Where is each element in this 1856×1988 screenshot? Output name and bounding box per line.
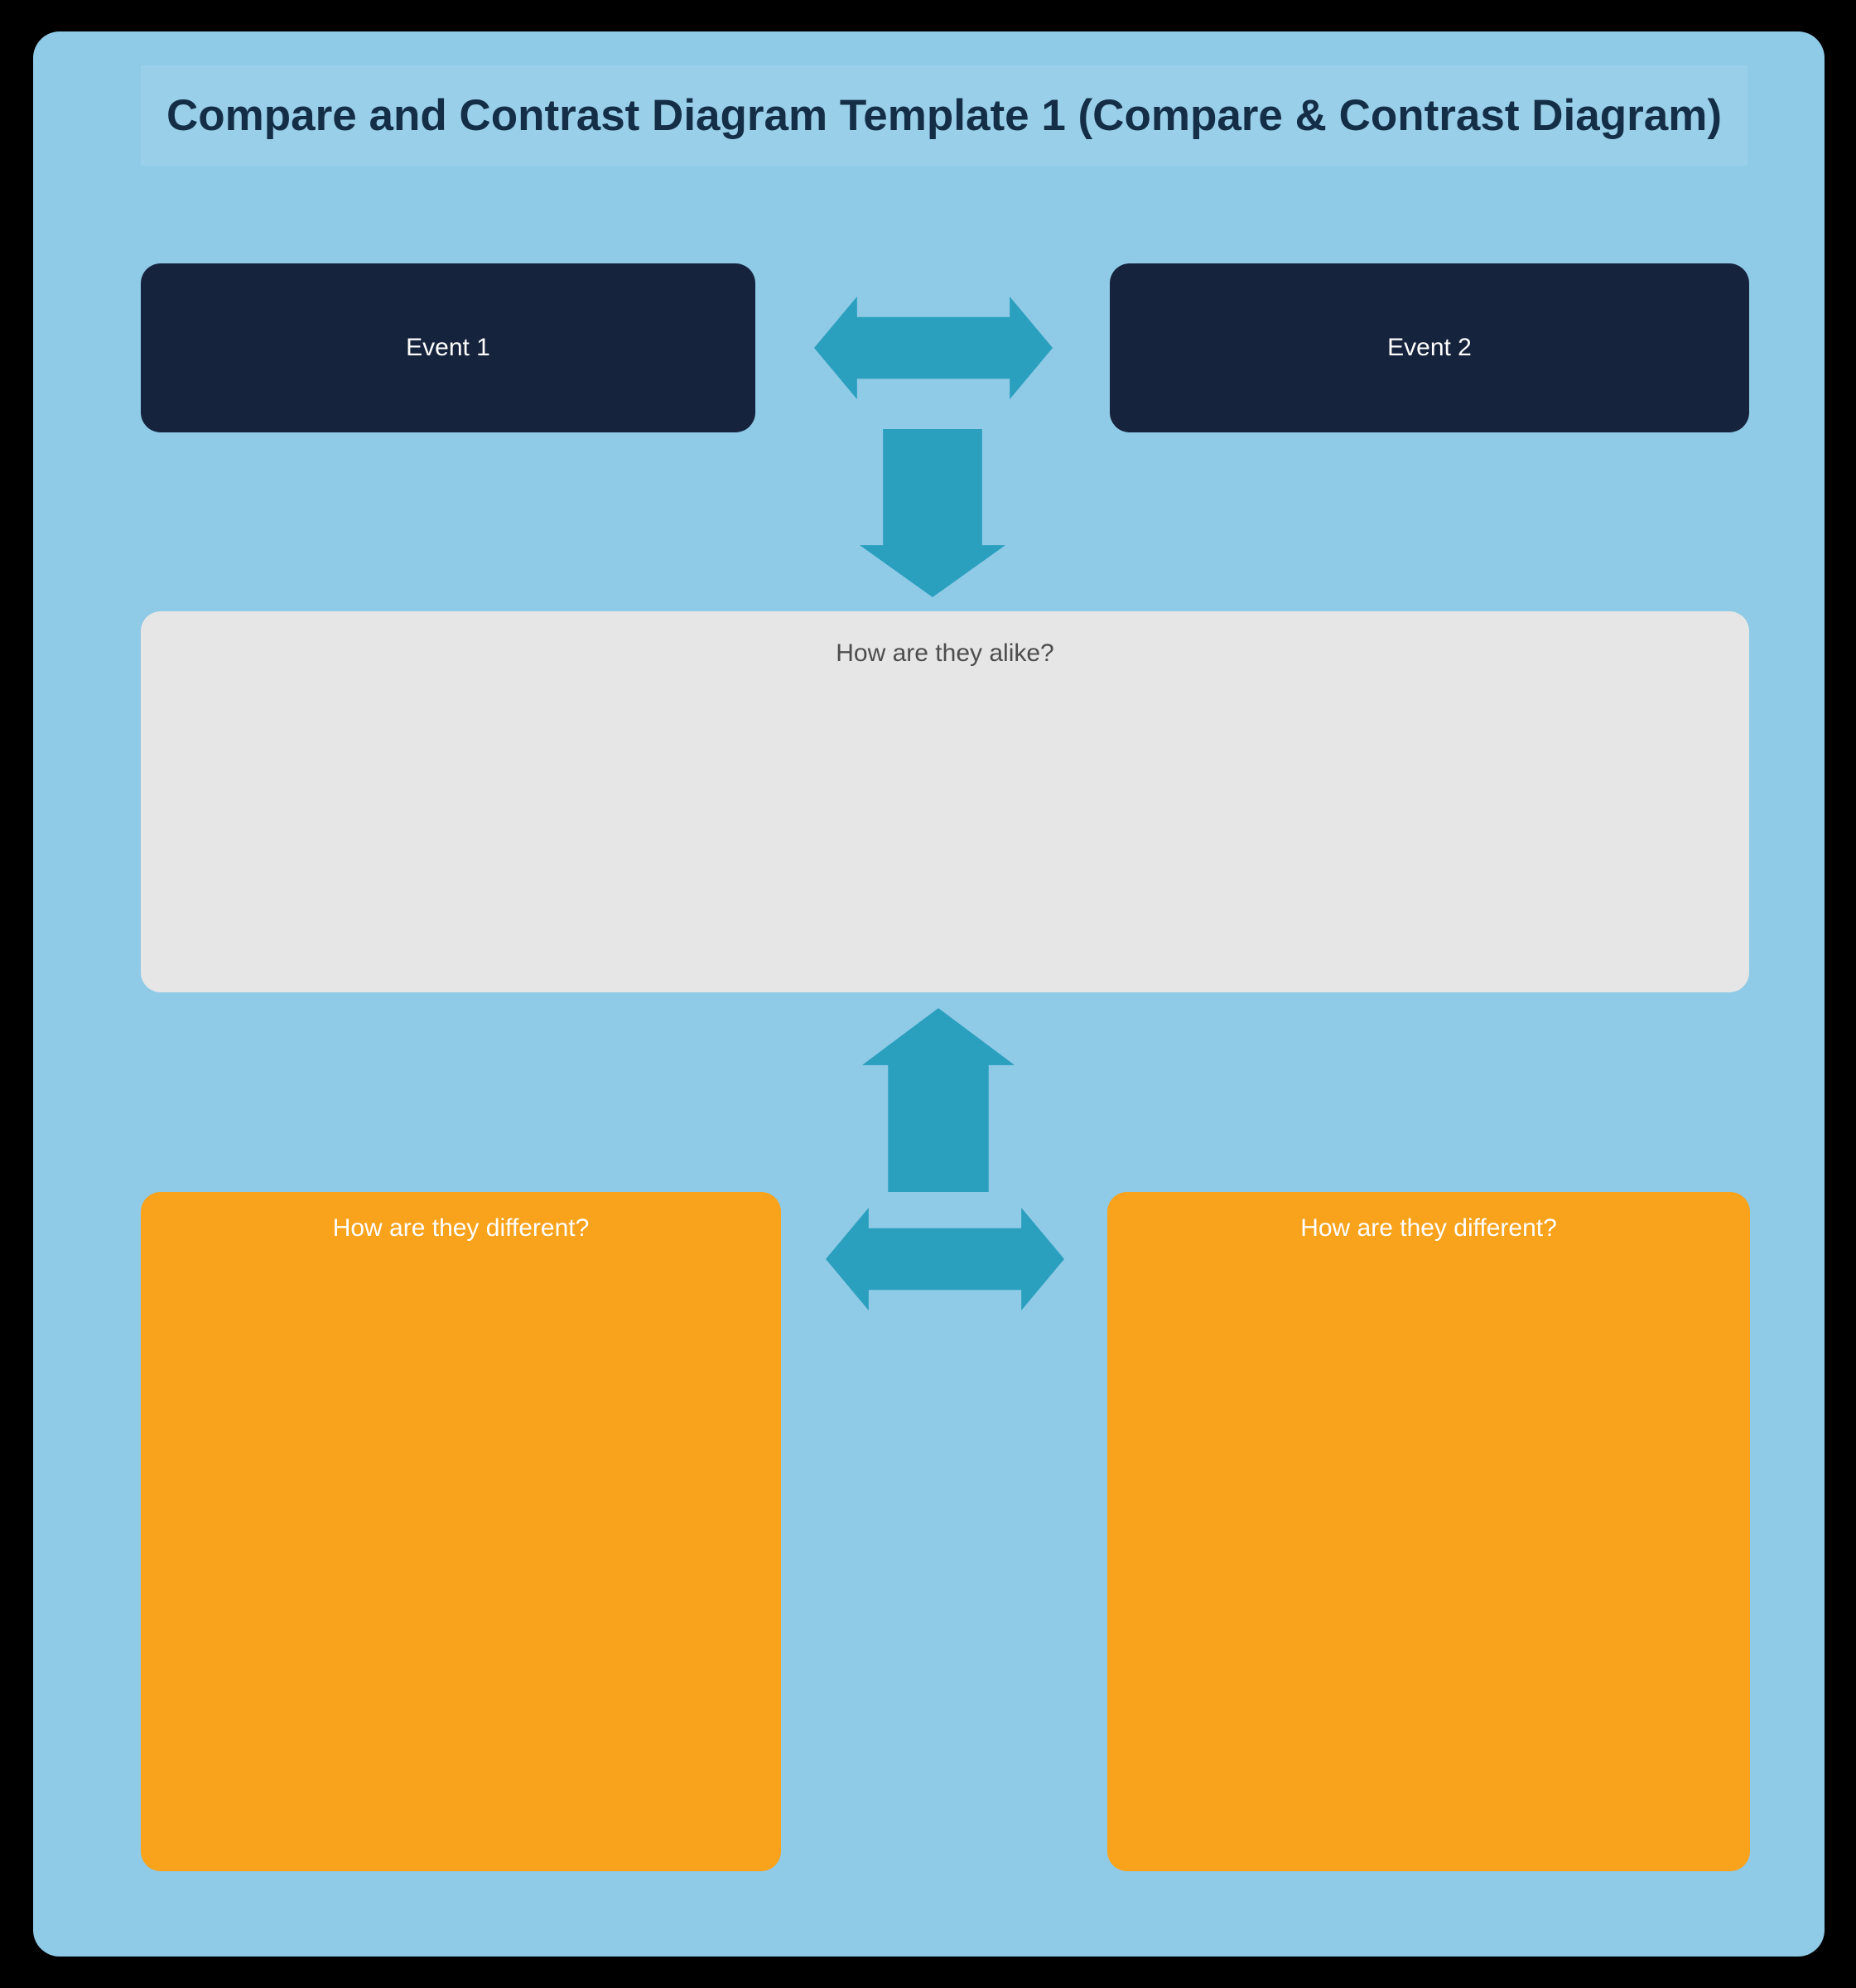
title-band: Compare and Contrast Diagram Template 1 …	[141, 65, 1748, 166]
different-right-box[interactable]: How are they different?	[1107, 1192, 1750, 1871]
double-horizontal-arrow-icon	[826, 1208, 1064, 1310]
alike-label: How are they alike?	[836, 639, 1054, 667]
down-arrow-icon	[860, 429, 1005, 597]
diagram-panel: Compare and Contrast Diagram Template 1 …	[33, 31, 1825, 1957]
different-right-label: How are they different?	[1300, 1214, 1557, 1242]
event1-label: Event 1	[406, 334, 490, 361]
double-horizontal-arrow-icon	[814, 297, 1053, 399]
alike-box[interactable]: How are they alike?	[141, 611, 1749, 992]
up-arrow-icon	[862, 1008, 1015, 1192]
event1-box[interactable]: Event 1	[141, 263, 755, 432]
diagram-title: Compare and Contrast Diagram Template 1 …	[166, 91, 1722, 140]
event2-box[interactable]: Event 2	[1110, 263, 1749, 432]
different-left-label: How are they different?	[332, 1214, 590, 1242]
event2-label: Event 2	[1387, 334, 1472, 361]
different-left-box[interactable]: How are they different?	[141, 1192, 781, 1871]
